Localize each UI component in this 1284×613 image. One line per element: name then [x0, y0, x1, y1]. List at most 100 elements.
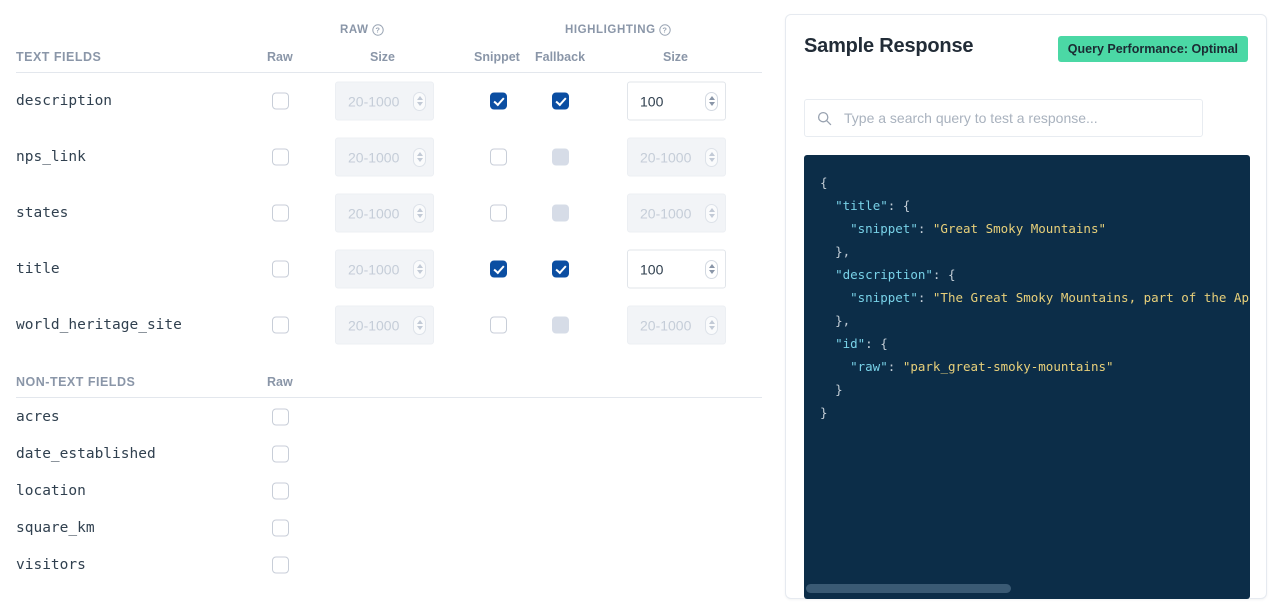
raw-checkbox[interactable]	[272, 260, 289, 278]
chevron-down-icon	[416, 158, 423, 162]
code-token: : {	[932, 267, 956, 282]
cell: 100	[627, 249, 726, 289]
raw-size-input-stepper	[413, 91, 426, 111]
search-input[interactable]: Type a search query to test a response..…	[804, 99, 1203, 137]
code-token: },	[835, 313, 851, 328]
group-header-highlighting-label: HIGHLIGHTING	[565, 24, 656, 36]
field-name: nps_link	[16, 149, 86, 165]
code-line: "id": {	[820, 332, 1250, 355]
json-response-code-block[interactable]: { "title": { "snippet": "Great Smoky Mou…	[804, 155, 1250, 599]
chevron-down-icon	[708, 270, 715, 274]
column-header-raw: Raw	[267, 50, 293, 64]
question-circle-icon[interactable]: ?	[658, 24, 671, 36]
chevron-up-icon	[708, 320, 715, 324]
raw-checkbox[interactable]	[272, 148, 289, 166]
snippet-checkbox[interactable]	[490, 316, 507, 334]
nontext-fields-section-label: NON-TEXT FIELDS	[16, 375, 136, 389]
search-input-placeholder: Type a search query to test a response..…	[844, 110, 1098, 126]
highlight-size-input: 20-1000	[627, 305, 726, 345]
fallback-checkbox	[552, 148, 569, 166]
raw-size-input: 20-1000	[335, 81, 434, 121]
code-scrollbar-thumb[interactable]	[806, 584, 1011, 593]
fallback-checkbox[interactable]	[552, 260, 569, 278]
raw-checkbox[interactable]	[272, 519, 289, 536]
code-token: "snippet"	[850, 290, 918, 305]
json-response-text: { "title": { "snippet": "Great Smoky Mou…	[804, 155, 1250, 424]
code-token: :	[917, 221, 933, 236]
code-token: "park_great-smoky-mountains"	[902, 359, 1114, 374]
page-title: Sample Response	[804, 35, 974, 57]
chevron-up-icon	[708, 264, 715, 268]
question-circle-icon[interactable]: ?	[371, 24, 384, 36]
code-line: },	[820, 309, 1250, 332]
cell	[272, 519, 289, 536]
cell: 20-1000	[627, 305, 726, 345]
raw-size-input-stepper	[413, 203, 426, 223]
svg-text:?: ?	[375, 26, 380, 35]
column-header-raw-size: Size	[370, 50, 396, 64]
code-line: "title": {	[820, 194, 1250, 217]
raw-size-input: 20-1000	[335, 137, 434, 177]
snippet-checkbox[interactable]	[490, 260, 507, 278]
column-header-snippet: Snippet	[474, 50, 520, 64]
raw-size-input-stepper	[413, 147, 426, 167]
raw-size-input-stepper	[413, 315, 426, 335]
cell	[272, 148, 289, 166]
raw-checkbox[interactable]	[272, 482, 289, 499]
raw-checkbox[interactable]	[272, 556, 289, 573]
chevron-up-icon	[708, 96, 715, 100]
raw-size-input-value: 20-1000	[348, 93, 400, 109]
code-token: "raw"	[850, 359, 888, 374]
cell: 20-1000	[335, 137, 434, 177]
code-token: :	[887, 359, 903, 374]
field-name: visitors	[16, 556, 86, 573]
code-line: "raw": "park_great-smoky-mountains"	[820, 355, 1250, 378]
fallback-checkbox[interactable]	[552, 92, 569, 110]
raw-checkbox[interactable]	[272, 92, 289, 110]
code-token: "Great Smoky Mountains"	[932, 221, 1106, 236]
snippet-checkbox[interactable]	[490, 204, 507, 222]
code-line: }	[820, 378, 1250, 401]
code-token: :	[917, 290, 933, 305]
sample-response-panel: Sample Response Query Performance: Optim…	[785, 14, 1267, 599]
snippet-checkbox[interactable]	[490, 92, 507, 110]
raw-size-input-stepper	[413, 259, 426, 279]
highlight-size-input-value: 100	[640, 93, 664, 109]
code-token: "description"	[835, 267, 933, 282]
snippet-checkbox[interactable]	[490, 148, 507, 166]
raw-checkbox[interactable]	[272, 445, 289, 462]
code-horizontal-scrollbar[interactable]	[804, 584, 1250, 593]
fallback-checkbox	[552, 316, 569, 334]
raw-checkbox[interactable]	[272, 204, 289, 222]
column-header-nontext-raw: Raw	[267, 375, 293, 389]
highlight-size-input-stepper[interactable]	[705, 259, 718, 279]
raw-checkbox[interactable]	[272, 316, 289, 334]
raw-size-input-value: 20-1000	[348, 261, 400, 277]
code-line: "snippet": "The Great Smoky Mountains, p…	[820, 286, 1250, 309]
cell	[272, 316, 289, 334]
text-fields-divider	[16, 72, 762, 73]
highlight-size-input-value: 20-1000	[640, 317, 692, 333]
highlight-size-input[interactable]: 100	[627, 81, 726, 121]
group-header-raw: RAW ?	[340, 24, 384, 36]
table-row: date_established	[0, 435, 762, 472]
highlight-size-input[interactable]: 100	[627, 249, 726, 289]
code-line: "snippet": "Great Smoky Mountains"	[820, 217, 1250, 240]
code-line: }	[820, 401, 1250, 424]
raw-checkbox[interactable]	[272, 408, 289, 425]
field-name: states	[16, 205, 69, 221]
nontext-fields-divider	[16, 397, 762, 398]
cell	[490, 260, 507, 278]
raw-size-input: 20-1000	[335, 305, 434, 345]
highlight-size-input: 20-1000	[627, 193, 726, 233]
highlight-size-input-stepper[interactable]	[705, 91, 718, 111]
code-token: : {	[887, 198, 911, 213]
cell	[272, 92, 289, 110]
code-token: },	[835, 244, 851, 259]
chevron-down-icon	[708, 158, 715, 162]
